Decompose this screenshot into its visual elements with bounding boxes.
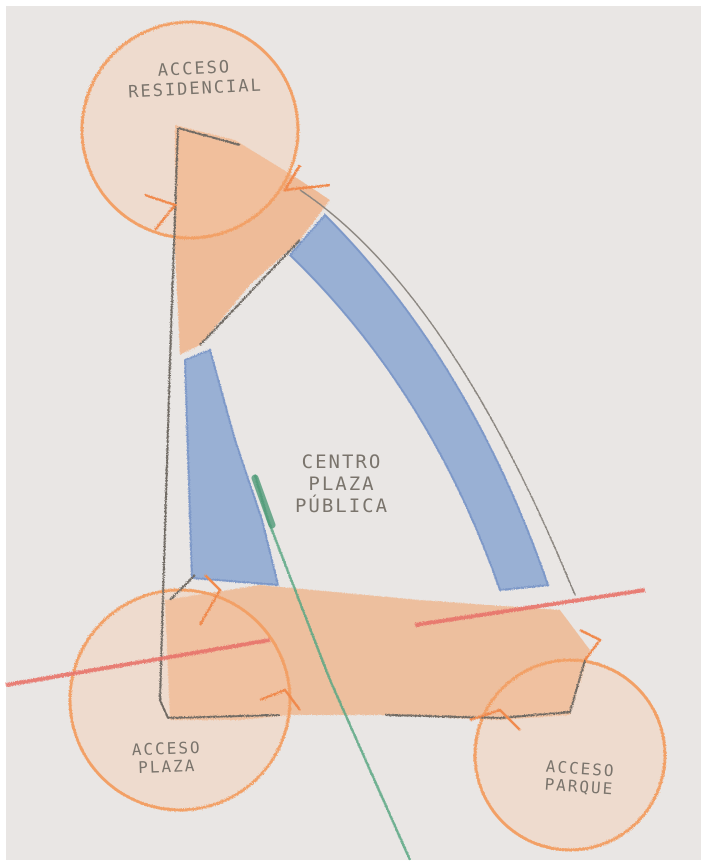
label-centro-plaza-publica: CENTRO PLAZA PÚBLICA (262, 452, 422, 518)
acceso-parque-circle (475, 660, 665, 850)
acceso-residencial-circle (82, 22, 298, 238)
label-acceso-plaza: ACCESO PLAZA (91, 737, 242, 779)
